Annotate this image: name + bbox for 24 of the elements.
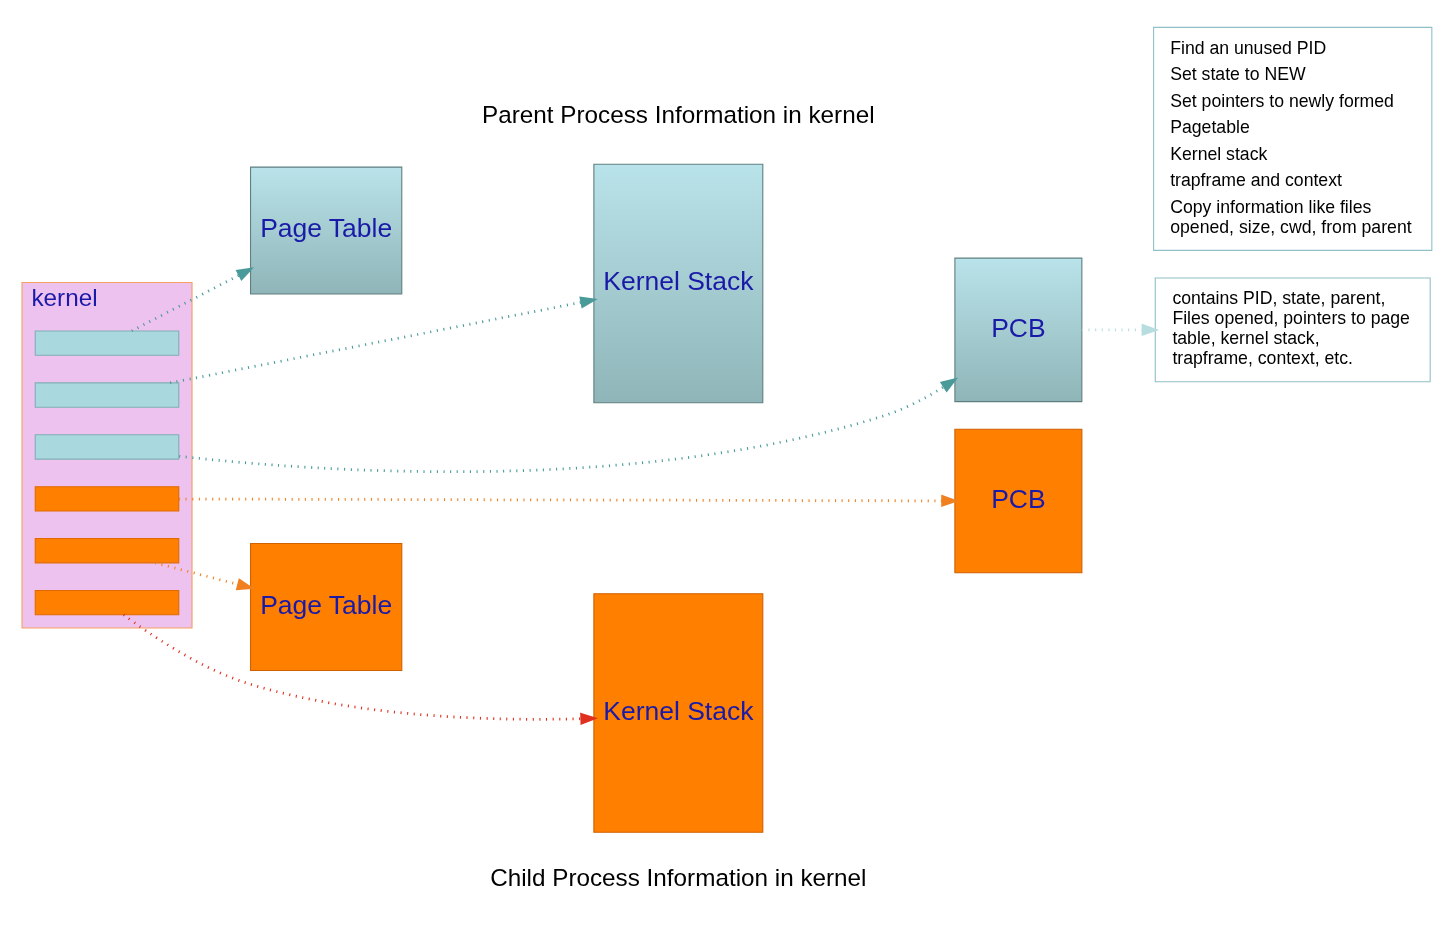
label: Child Process Information in kernel bbox=[490, 863, 867, 891]
node-box: Find an unused PID Set state to NEW Set pointers to newly formed Pagetable Kernel stack trapframe and context Copy information like files opened, size, cwd, from parent bbox=[1153, 26, 1433, 251]
arrow bbox=[169, 296, 598, 385]
arrow bbox=[131, 267, 255, 333]
node-bar bbox=[34, 382, 180, 408]
node-bar bbox=[34, 589, 180, 616]
node-box: Page Table bbox=[250, 543, 403, 672]
node-box: Kernel Stack bbox=[593, 163, 764, 404]
node-box: Page Table bbox=[250, 166, 403, 295]
node-box: PCB bbox=[954, 428, 1083, 574]
cluster: kernel bbox=[21, 281, 193, 629]
node-bar bbox=[34, 434, 180, 460]
arrow bbox=[179, 494, 959, 508]
arrow bbox=[179, 377, 959, 473]
node-box: PCB bbox=[954, 257, 1083, 403]
node-box: contains PID, state, parent, Files opened, pointers to page table, kernel stack, trapframe, context, etc. bbox=[1154, 277, 1431, 383]
arrow bbox=[1081, 323, 1160, 337]
node-box: Kernel Stack bbox=[593, 593, 764, 833]
arrow bbox=[154, 561, 255, 591]
label: Parent Process Information in kernel bbox=[482, 101, 875, 129]
node-bar bbox=[34, 486, 180, 512]
node-bar bbox=[34, 330, 180, 356]
arrow bbox=[122, 613, 599, 725]
node-bar bbox=[34, 538, 180, 564]
